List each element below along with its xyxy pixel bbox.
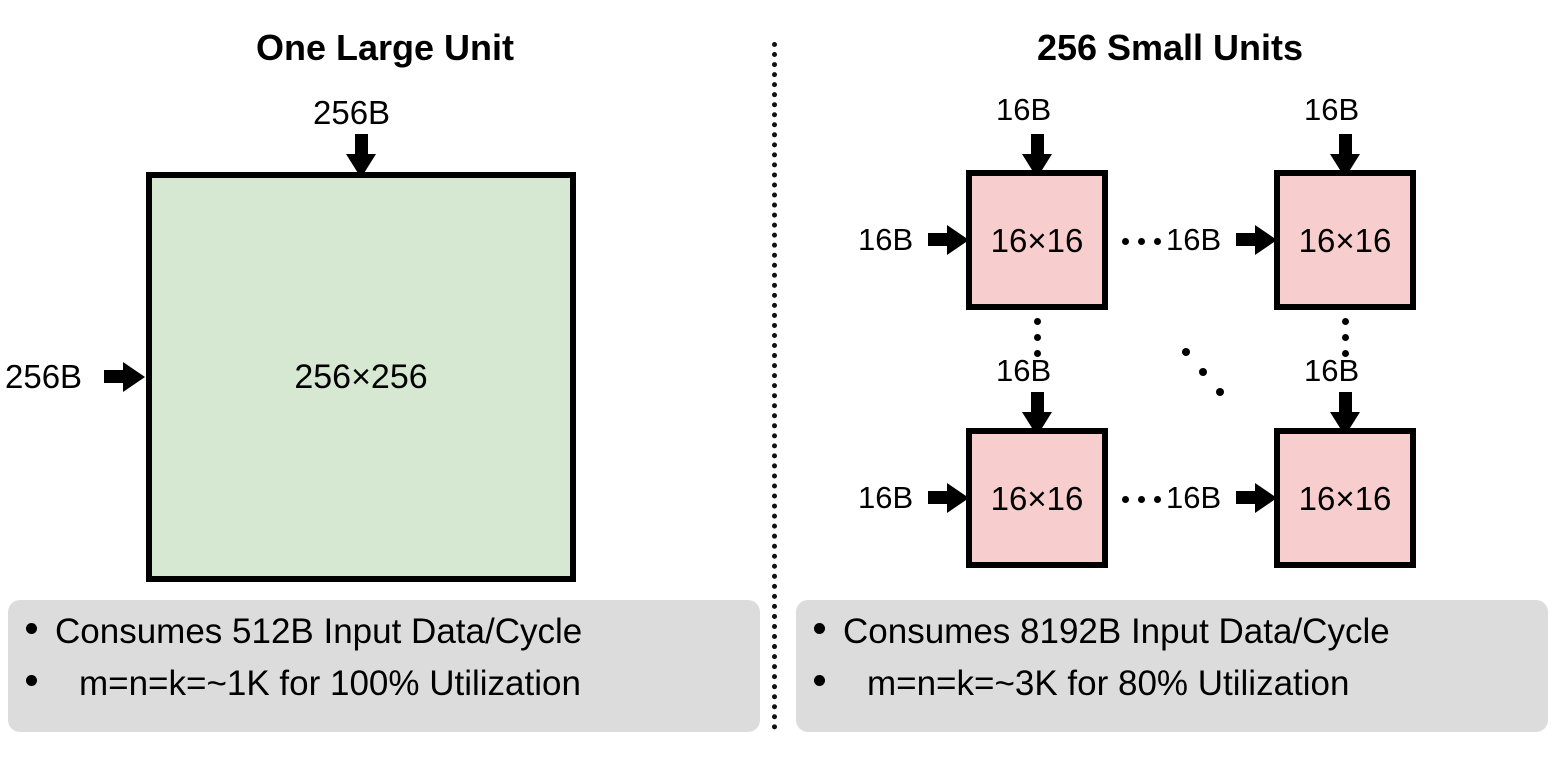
vertical-ellipsis-right-column	[1342, 318, 1349, 357]
left-note-text-2: m=n=k=~1K for 100% Utilization	[79, 664, 581, 703]
list-item: m=n=k=~3K for 80% Utilization	[814, 666, 1530, 718]
bullet-icon	[26, 675, 37, 686]
panel-divider	[772, 42, 777, 730]
small-unit-box-bottom-left[interactable]: 16×16	[966, 428, 1108, 568]
vertical-ellipsis-left-column	[1034, 318, 1041, 357]
left-panel-title: One Large Unit	[255, 27, 515, 68]
left-panel-notes: Consumes 512B Input Data/Cycle m=n=k=~1K…	[8, 600, 760, 732]
large-unit-label: 256×256	[294, 358, 428, 396]
small-unit-bottom-left-top-input-label: 16B	[996, 353, 1052, 388]
list-item: Consumes 512B Input Data/Cycle	[26, 614, 742, 666]
small-unit-label-top-left: 16×16	[990, 221, 1084, 259]
small-unit-top-left-left-input-label: 16B	[858, 222, 914, 257]
small-unit-bottom-left-left-input-label: 16B	[858, 480, 914, 515]
right-note-text-1: Consumes 8192B Input Data/Cycle	[843, 612, 1390, 651]
arrow-right-icon-top-right-unit	[1236, 225, 1277, 255]
small-unit-top-right-left-input-label: 16B	[1166, 222, 1222, 257]
small-unit-top-right-top-input-label: 16B	[1304, 92, 1360, 127]
right-panel-notes: Consumes 8192B Input Data/Cycle m=n=k=~3…	[796, 600, 1548, 732]
diagonal-ellipsis	[1182, 348, 1242, 408]
bullet-icon	[26, 623, 37, 634]
small-unit-bottom-right-top-input-label: 16B	[1304, 353, 1360, 388]
right-panel-title: 256 Small Units	[1036, 27, 1304, 68]
small-unit-box-bottom-right[interactable]: 16×16	[1274, 428, 1416, 568]
bullet-icon	[814, 675, 825, 686]
small-unit-label-bottom-left: 16×16	[990, 479, 1084, 517]
small-unit-bottom-right-left-input-label: 16B	[1166, 480, 1222, 515]
left-unit-top-input-label: 256B	[313, 94, 391, 131]
list-item: m=n=k=~1K for 100% Utilization	[26, 666, 742, 718]
list-item: Consumes 8192B Input Data/Cycle	[814, 614, 1530, 666]
large-unit-box[interactable]: 256×256	[146, 172, 576, 582]
arrow-right-icon-bottom-left-unit	[928, 483, 969, 513]
horizontal-ellipsis-bottom-row	[1122, 496, 1161, 503]
right-note-text-2: m=n=k=~3K for 80% Utilization	[867, 664, 1350, 703]
arrow-right-icon-top-left-unit	[928, 225, 969, 255]
horizontal-ellipsis-top-row	[1122, 238, 1161, 245]
small-unit-top-left-top-input-label: 16B	[996, 92, 1052, 127]
bullet-icon	[814, 623, 825, 634]
small-unit-box-top-left[interactable]: 16×16	[966, 170, 1108, 310]
small-unit-label-top-right: 16×16	[1298, 221, 1392, 259]
arrow-right-icon-bottom-right-unit	[1236, 483, 1277, 513]
left-note-text-1: Consumes 512B Input Data/Cycle	[55, 612, 583, 651]
small-unit-box-top-right[interactable]: 16×16	[1274, 170, 1416, 310]
arrow-right-icon-left-unit-left	[104, 362, 145, 392]
left-unit-left-input-label: 256B	[5, 358, 83, 395]
small-unit-label-bottom-right: 16×16	[1298, 479, 1392, 517]
